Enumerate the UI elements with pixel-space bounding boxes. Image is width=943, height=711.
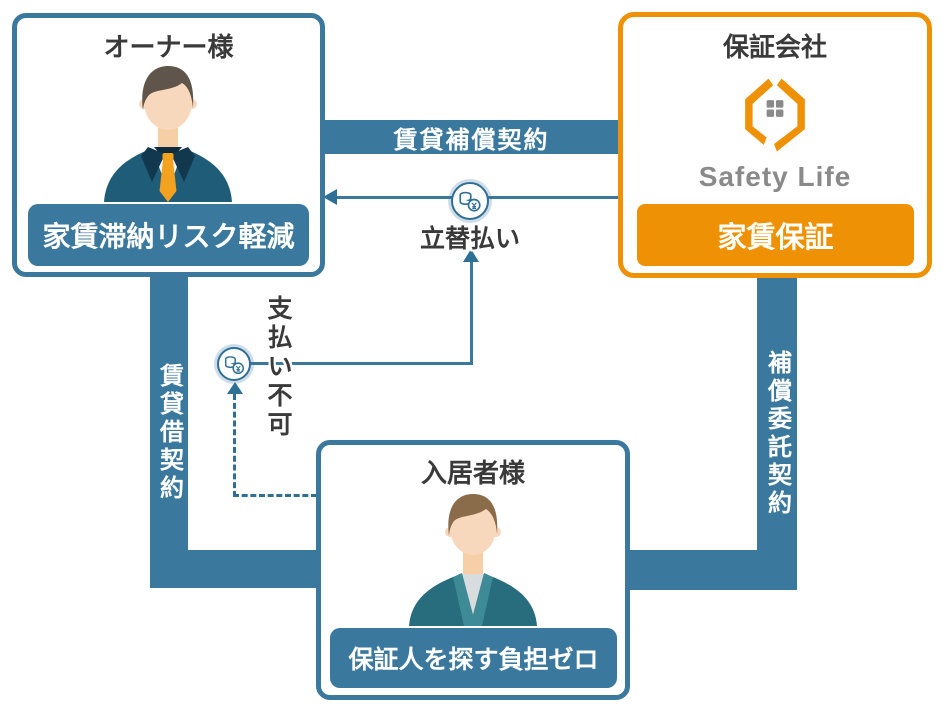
no-payment-label: 支払い不可 — [264, 294, 292, 440]
arrowhead-up-dashed-icon — [227, 382, 243, 394]
lease-contract-band-horizontal — [150, 550, 316, 588]
guarantor-benefit-badge: 家賃保証 — [637, 204, 914, 266]
payment-route-line-horizontal — [250, 362, 473, 365]
advance-payment-label: 立替払い — [419, 225, 520, 253]
entrustment-contract-label: 補償委託契約 — [763, 350, 791, 518]
brand-name: Safety Life — [698, 161, 852, 192]
arrowhead-left-icon — [323, 189, 337, 205]
house-brackets-icon — [733, 72, 817, 165]
coin-stack-icon — [451, 182, 489, 220]
no-payment-dashed-line-vertical — [233, 394, 236, 497]
rent-compensation-label: 賃貸補償契約 — [393, 126, 550, 154]
tenant-benefit-badge: 保証人を探す負担ゼロ — [330, 628, 617, 688]
entrustment-contract-band-horizontal — [630, 550, 797, 590]
arrowhead-up-icon — [463, 249, 479, 262]
payment-route-line-vertical — [470, 261, 473, 364]
tenant-title: 入居者様 — [420, 458, 525, 488]
lease-contract-band-vertical — [150, 277, 188, 588]
rent-compensation-band: 賃貸補償契約 — [325, 120, 618, 154]
coin-stack-icon — [217, 347, 251, 381]
no-payment-dashed-line-horizontal — [233, 494, 317, 497]
guarantor-title: 保証会社 — [722, 32, 827, 62]
owner-title: オーナー様 — [103, 32, 234, 62]
owner-benefit-badge: 家賃滞納リスク軽減 — [28, 204, 309, 266]
tenant-person-icon — [403, 490, 543, 631]
owner-person-icon — [98, 60, 238, 207]
entrustment-contract-band-vertical — [757, 278, 797, 590]
lease-contract-label: 賃貸借契約 — [155, 362, 183, 503]
